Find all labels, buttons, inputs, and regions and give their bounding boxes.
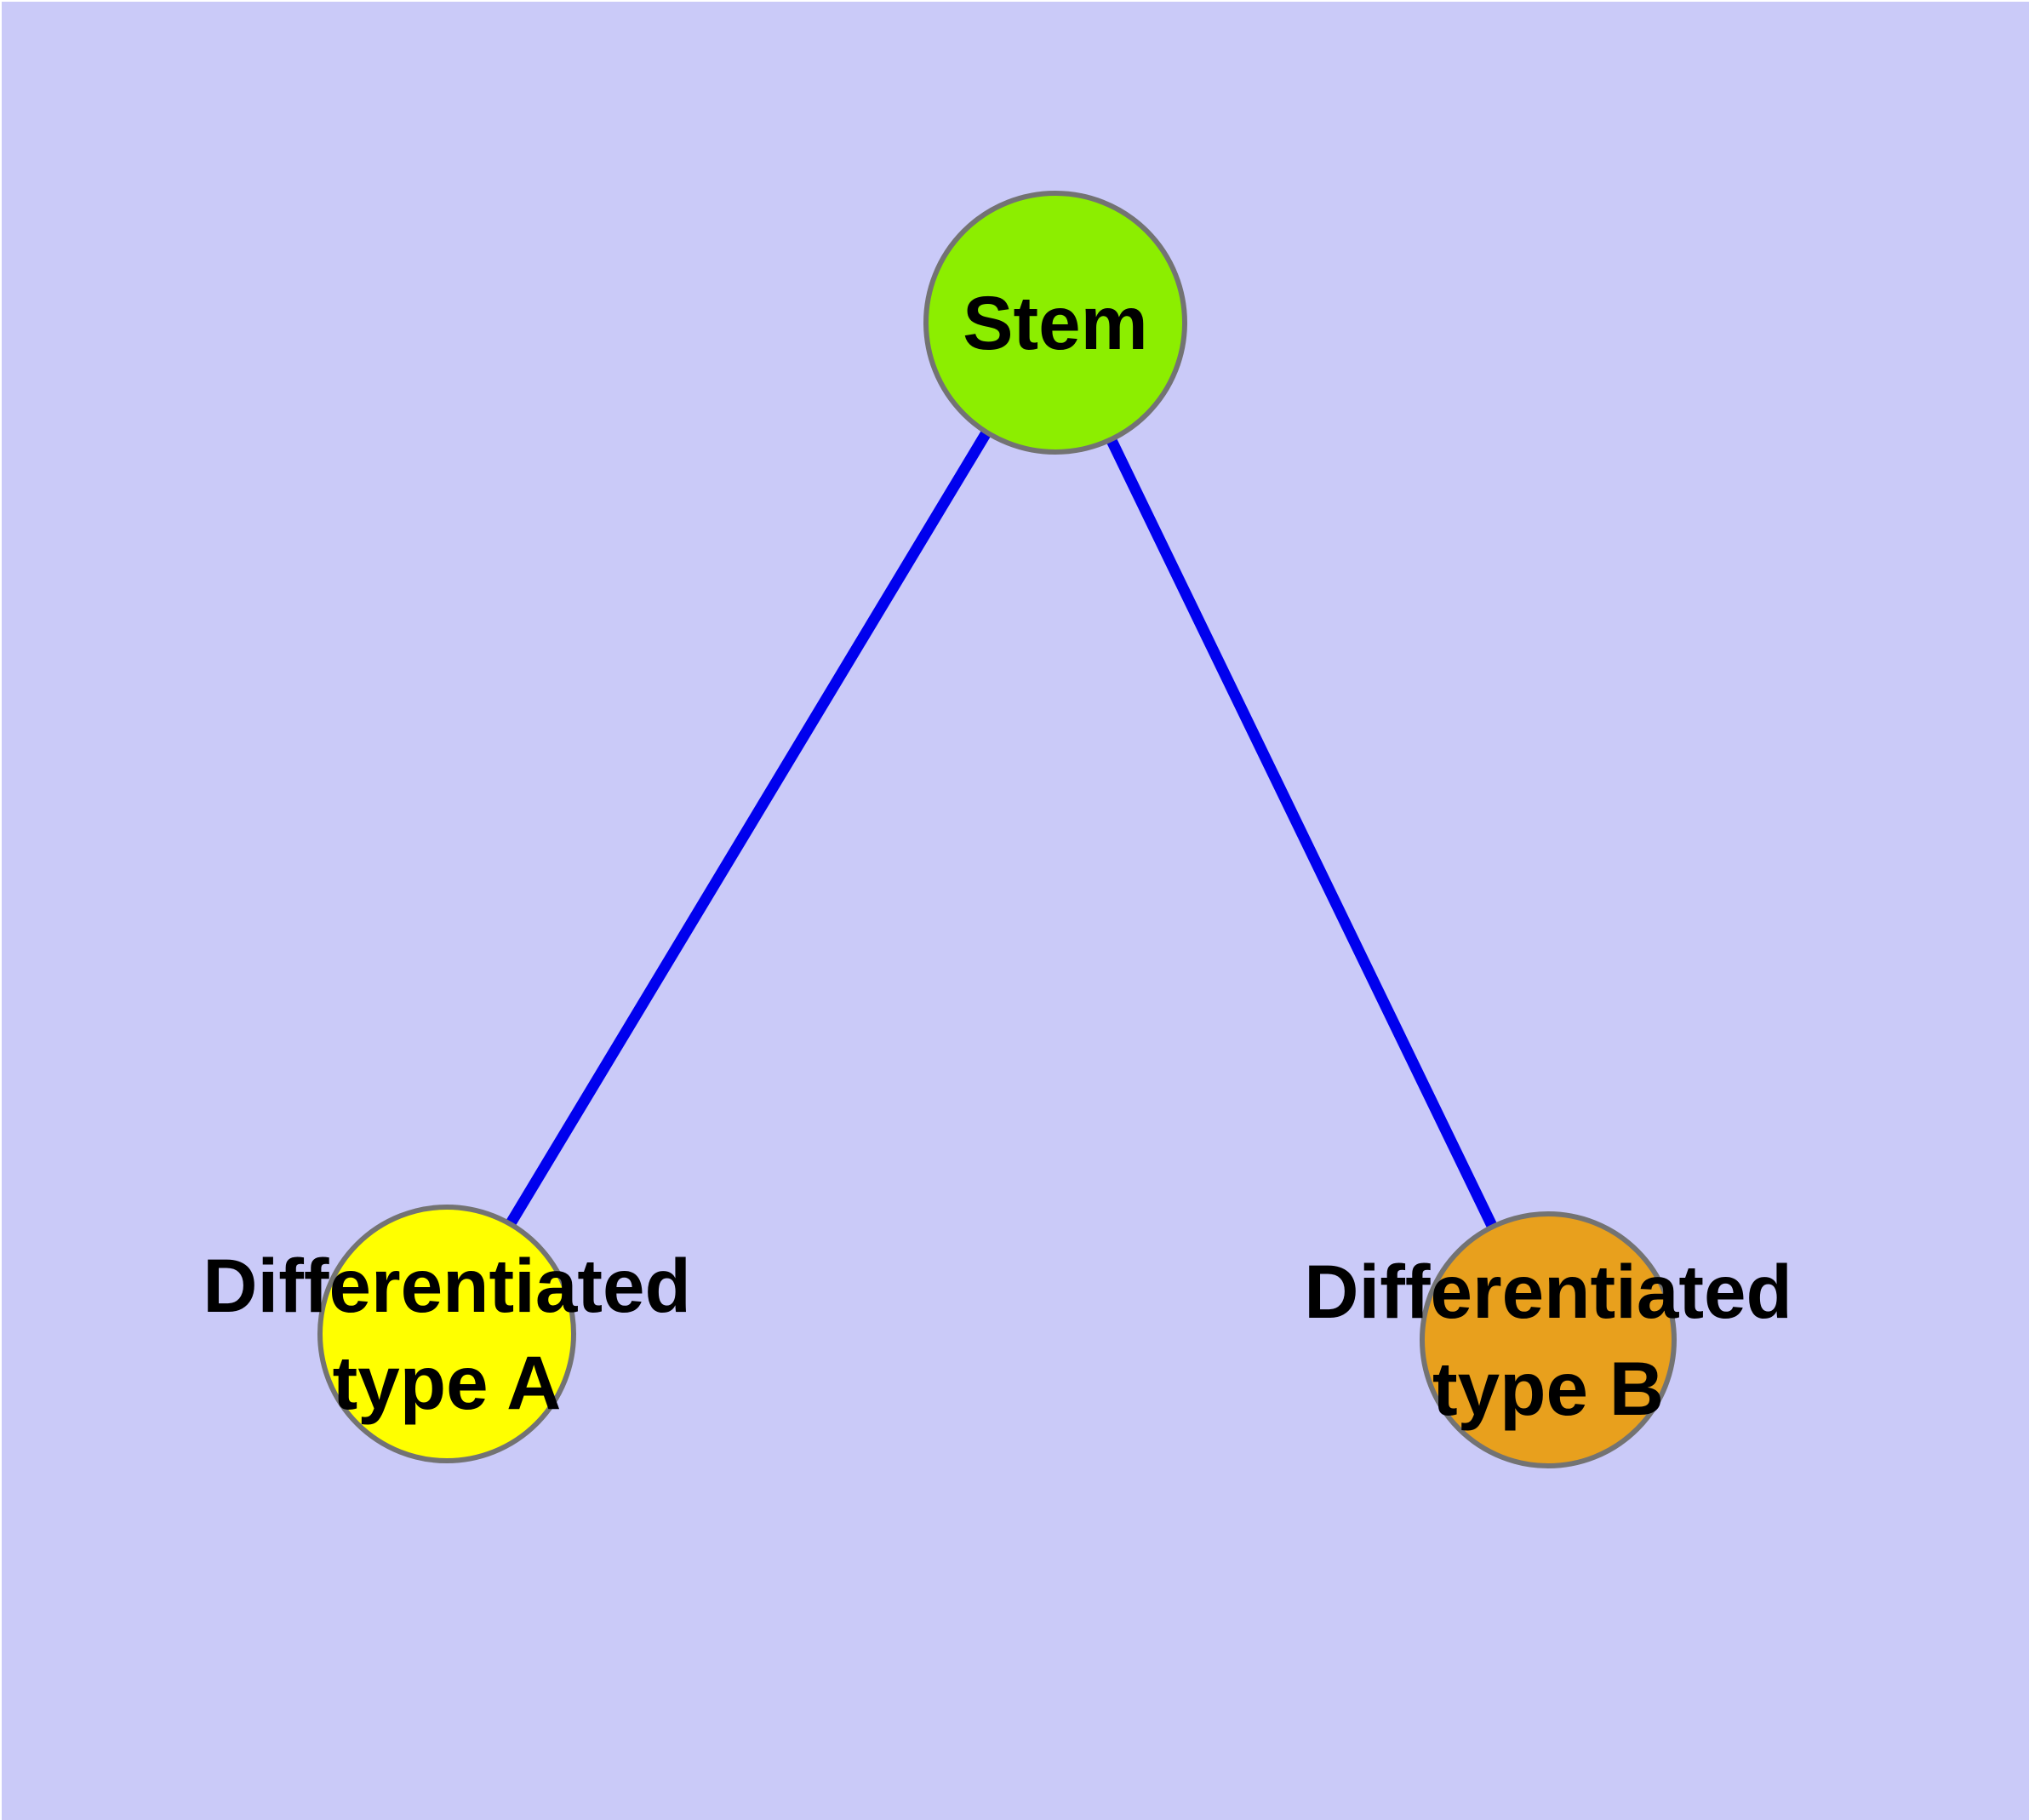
node-label-text: type B	[1432, 1346, 1664, 1431]
edge-stem-to-type-b	[1049, 318, 1552, 1341]
node-label-text: Differentiated	[1304, 1249, 1792, 1334]
node-stem: Stem	[923, 191, 1187, 455]
node-stem-label: Stem	[963, 274, 1148, 371]
node-type-a-label: Differentiated type A	[203, 1237, 691, 1431]
node-label-text: type A	[332, 1340, 562, 1425]
node-differentiated-type-a: Differentiated type A	[203, 1205, 691, 1463]
node-type-b-label: Differentiated type B	[1304, 1243, 1792, 1437]
edge-stem-to-type-a	[440, 318, 1059, 1336]
node-label-text: Stem	[963, 280, 1148, 365]
node-label-text: Differentiated	[203, 1243, 691, 1328]
node-differentiated-type-b: Differentiated type B	[1304, 1211, 1792, 1468]
